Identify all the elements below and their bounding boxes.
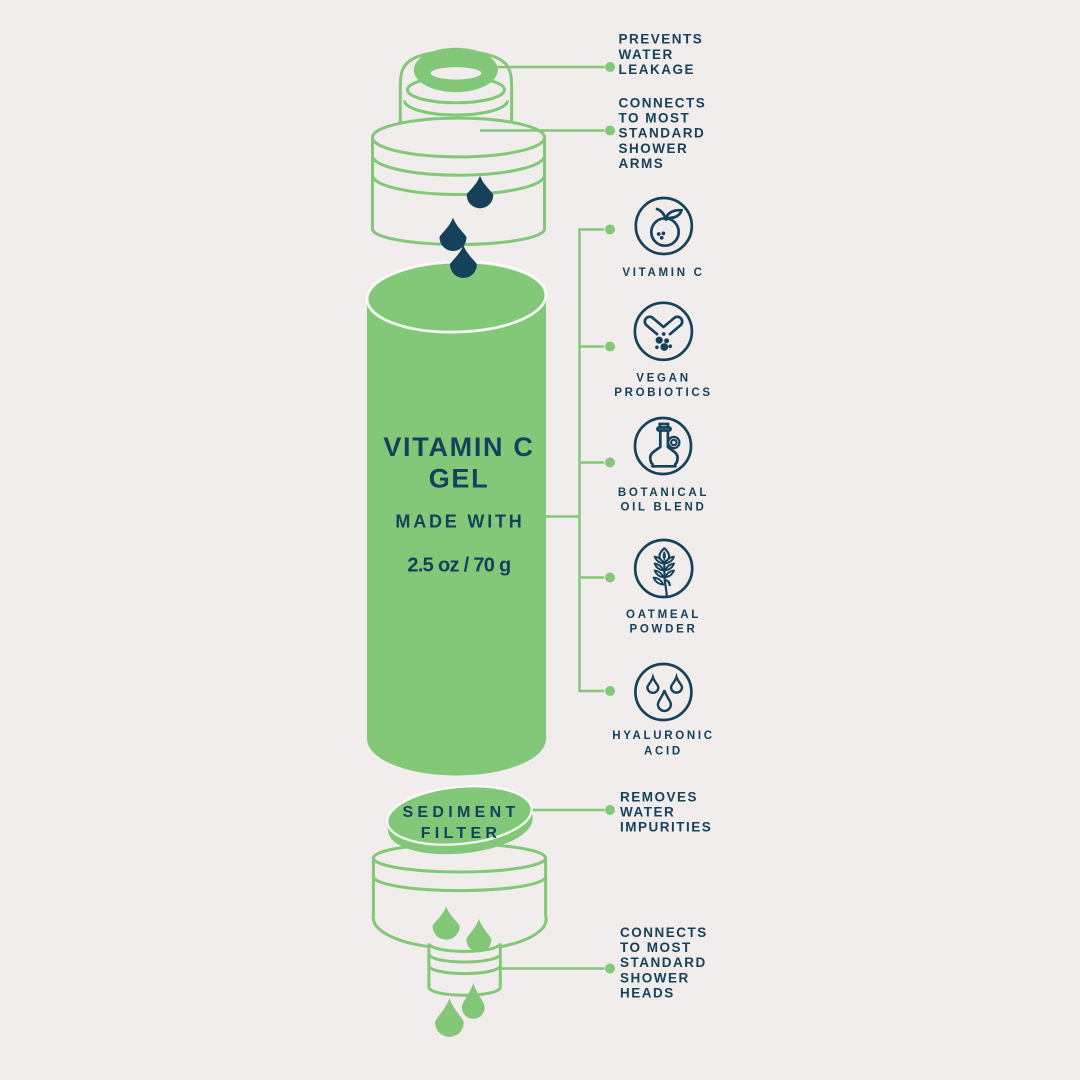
svg-text:POWDER: POWDER — [630, 624, 698, 636]
svg-text:2.5 oz / 70 g: 2.5 oz / 70 g — [407, 554, 510, 576]
svg-text:OATMEAL: OATMEAL — [626, 609, 701, 621]
svg-text:OIL BLEND: OIL BLEND — [620, 502, 706, 514]
svg-text:ACID: ACID — [644, 746, 683, 758]
svg-text:TO MOST: TO MOST — [619, 111, 691, 126]
svg-text:REMOVES: REMOVES — [620, 789, 698, 804]
svg-text:VEGAN: VEGAN — [636, 373, 690, 385]
svg-text:CONNECTS: CONNECTS — [619, 95, 707, 110]
svg-text:HEADS: HEADS — [620, 986, 675, 1001]
svg-text:FILTER: FILTER — [421, 825, 502, 842]
svg-text:ARMS: ARMS — [619, 156, 665, 171]
svg-text:WATER: WATER — [620, 804, 675, 819]
svg-text:VITAMIN C: VITAMIN C — [383, 432, 534, 462]
svg-text:TO MOST: TO MOST — [620, 940, 692, 955]
svg-text:SHOWER: SHOWER — [619, 141, 689, 156]
svg-text:LEAKAGE: LEAKAGE — [619, 62, 696, 77]
svg-text:STANDARD: STANDARD — [620, 955, 707, 970]
svg-text:GEL: GEL — [429, 464, 490, 494]
svg-text:WATER: WATER — [619, 47, 674, 62]
svg-text:VITAMIN C: VITAMIN C — [622, 267, 704, 279]
svg-text:SEDIMENT: SEDIMENT — [402, 804, 519, 821]
svg-text:SHOWER: SHOWER — [620, 970, 690, 985]
svg-text:PROBIOTICS: PROBIOTICS — [614, 387, 713, 399]
svg-text:BOTANICAL: BOTANICAL — [618, 487, 709, 499]
svg-text:IMPURITIES: IMPURITIES — [620, 819, 712, 834]
svg-text:CONNECTS: CONNECTS — [620, 925, 708, 940]
svg-text:HYALURONIC: HYALURONIC — [612, 730, 715, 742]
svg-text:STANDARD: STANDARD — [619, 126, 706, 141]
svg-text:MADE WITH: MADE WITH — [395, 511, 524, 531]
svg-text:PREVENTS: PREVENTS — [619, 32, 704, 47]
